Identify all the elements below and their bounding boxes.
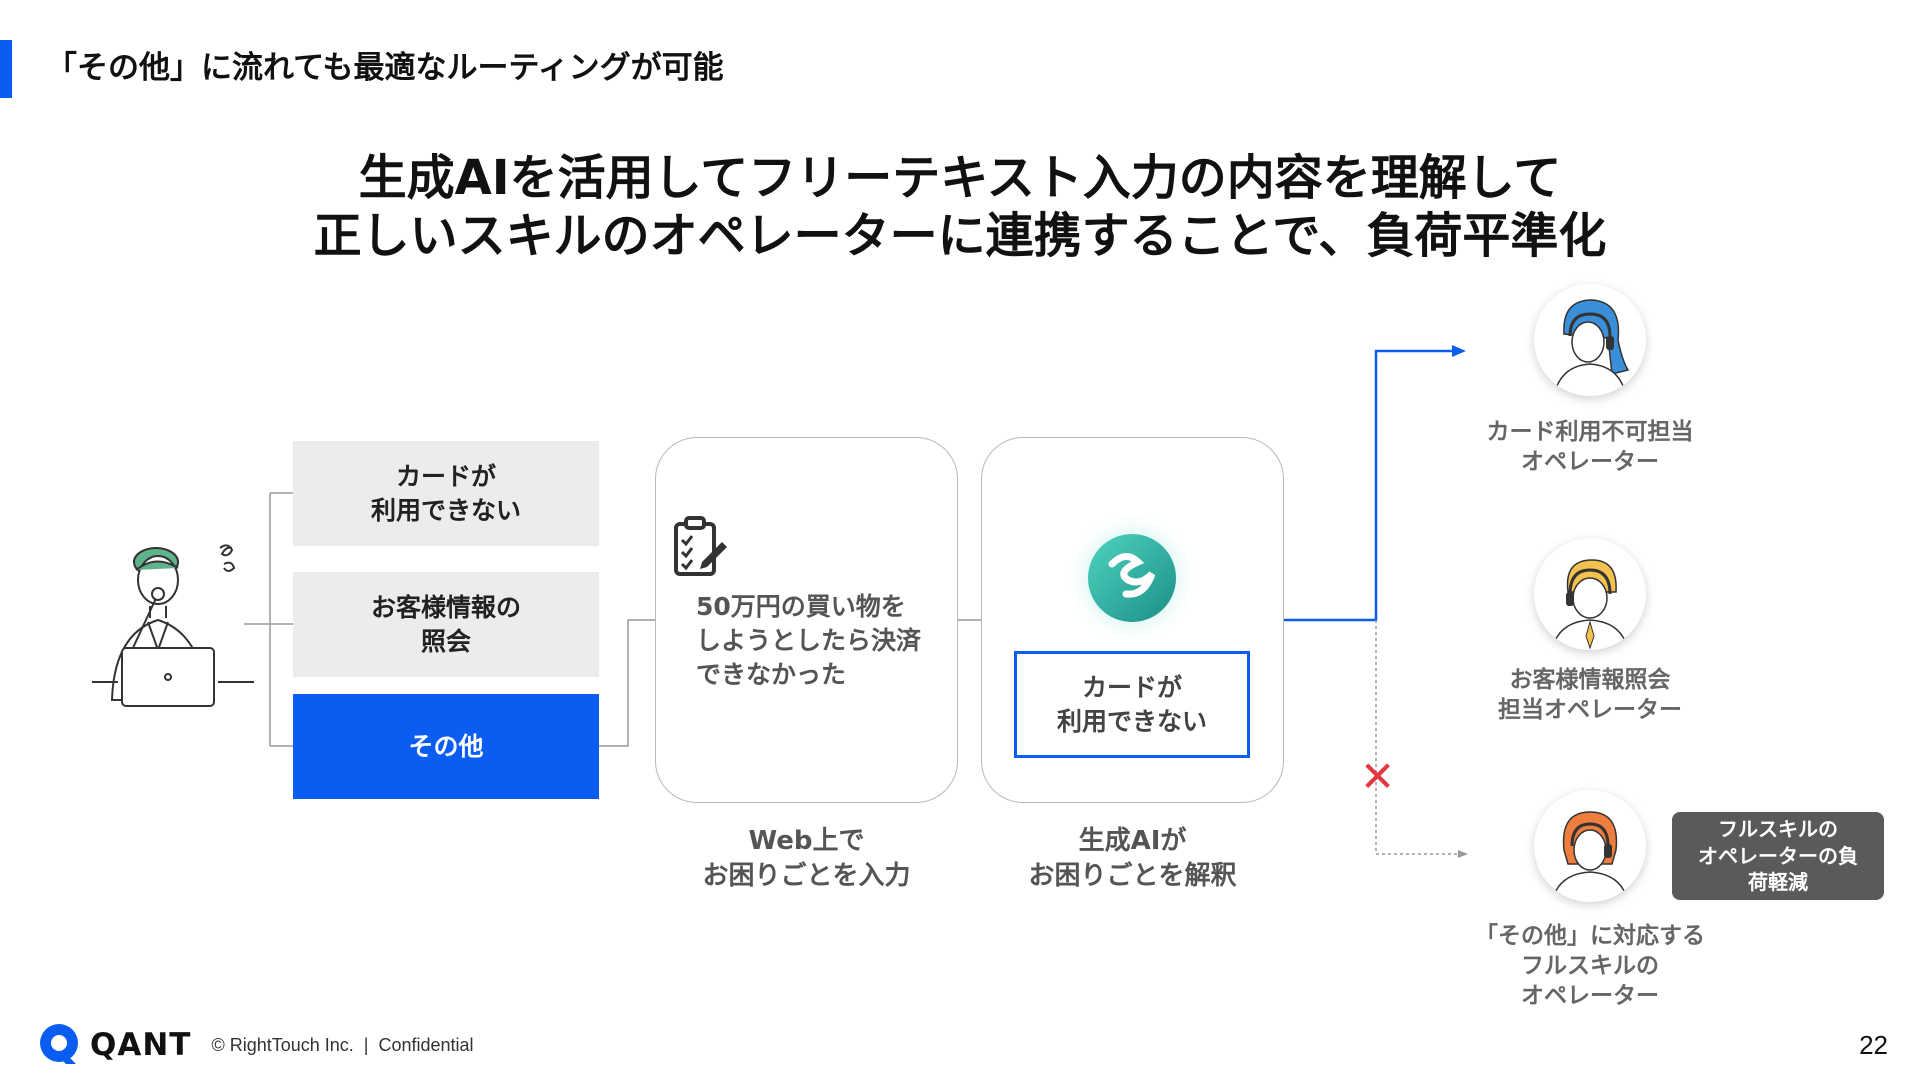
cross-icon: ✕ (1360, 756, 1395, 798)
operator-label-fullskill: 「その他」に対応する フルスキルの オペレーター (1460, 922, 1720, 1012)
badge-label: フルスキルの オペレーターの負 荷軽減 (1698, 816, 1858, 895)
copyright-text: © RightTouch Inc. | Confidential (211, 1035, 473, 1056)
thinking-user-illustration (92, 530, 254, 716)
page-number: 22 (1859, 1030, 1888, 1061)
footer: QANT © RightTouch Inc. | Confidential (36, 1022, 474, 1068)
operator-avatar-fullskill (1534, 790, 1646, 902)
category-other[interactable]: その他 (293, 694, 599, 799)
ai-caption: 生成AIが お困りごとを解釈 (981, 824, 1284, 894)
operator-label-info: お客様情報照会 担当オペレーター (1460, 666, 1720, 726)
ai-interpret-card: カードが 利用できない (981, 437, 1284, 803)
operator-avatar-info (1534, 538, 1646, 650)
clipboard-icon (672, 516, 728, 578)
category-label: お客様情報の 照会 (371, 591, 521, 659)
category-card-unavailable[interactable]: カードが 利用できない (293, 441, 599, 546)
free-text-inquiry: 50万円の買い物を しようとしたら決済 できなかった (696, 590, 936, 691)
qant-logo-icon (36, 1022, 82, 1068)
operator-label-card: カード利用不可担当 オペレーター (1460, 418, 1720, 478)
load-reduction-badge: フルスキルの オペレーターの負 荷軽減 (1672, 812, 1884, 900)
brand-name: QANT (90, 1027, 191, 1063)
operator-avatar-icon (1534, 284, 1646, 396)
category-label: その他 (408, 730, 483, 764)
web-input-card: 50万円の買い物を しようとしたら決済 できなかった (655, 437, 958, 803)
ai-result-label: カードが 利用できない (1057, 671, 1207, 739)
operator-avatar-icon (1534, 538, 1646, 650)
input-caption: Web上で お困りごとを入力 (655, 824, 958, 894)
ai-result-box: カードが 利用できない (1014, 651, 1250, 758)
operator-avatar-icon (1534, 790, 1646, 902)
ai-logo-icon (1062, 508, 1202, 648)
operator-avatar-card (1534, 284, 1646, 396)
category-customer-info[interactable]: お客様情報の 照会 (293, 572, 599, 677)
category-label: カードが 利用できない (371, 460, 521, 528)
